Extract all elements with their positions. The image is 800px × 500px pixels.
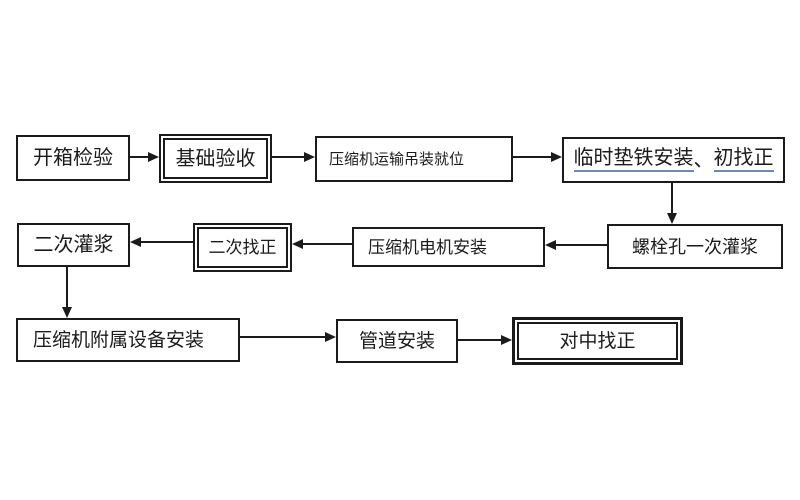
flow-node-label: 压缩机电机安装 — [368, 237, 487, 257]
arrow-piping-to-centering — [458, 335, 512, 345]
flow-node-label: 管道安装 — [358, 330, 435, 352]
flow-node-label: 螺栓孔一次灌浆 — [632, 236, 758, 257]
underlined-text-segment: 初找正 — [713, 148, 774, 172]
flow-node-bolt-hole-first-grouting: 螺栓孔一次灌浆 — [607, 224, 783, 269]
arrow-bolt-grouting-to-motor-install — [545, 240, 607, 250]
flow-node-temporary-shim-install-initial-alignment: 临时垫铁安装、初找正 — [562, 137, 785, 183]
flow-node-secondary-alignment: 二次找正 — [193, 223, 292, 272]
flow-node-secondary-grouting: 二次灌浆 — [17, 223, 130, 267]
flow-node-label: 基础验收 — [175, 147, 256, 170]
flow-node-label: 压缩机附属设备安装 — [33, 329, 205, 351]
arrow-unboxing-to-foundation — [130, 152, 159, 162]
flow-node-label: 压缩机运输吊装就位 — [329, 150, 465, 168]
flow-node-label: 开箱检验 — [33, 147, 113, 169]
underlined-text-segment: 临时垫铁安装 — [573, 148, 694, 172]
flow-node-label: 对中找正 — [559, 330, 636, 352]
text-separator: 、 — [693, 149, 714, 171]
flow-node-compressor-motor-installation: 压缩机电机安装 — [352, 227, 545, 267]
flow-node-label: 二次灌浆 — [33, 234, 114, 256]
arrow-secondary-alignment-to-secondary-grouting — [130, 237, 193, 247]
flow-node-label: 二次找正 — [208, 238, 277, 257]
flow-node-compressor-transport-hoisting: 压缩机运输吊装就位 — [315, 136, 513, 182]
arrow-transport-to-shim-install — [513, 152, 562, 162]
arrow-foundation-to-transport — [272, 152, 315, 162]
flow-node-piping-installation: 管道安装 — [336, 319, 458, 363]
arrow-auxiliary-equipment-to-piping — [240, 332, 336, 342]
flow-node-compressor-auxiliary-equipment-installation: 压缩机附属设备安装 — [16, 318, 240, 362]
arrow-secondary-grouting-to-auxiliary-equipment — [62, 267, 72, 318]
flow-node-unboxing-inspection: 开箱检验 — [16, 135, 130, 181]
flow-node-foundation-acceptance: 基础验收 — [159, 134, 272, 183]
arrow-motor-install-to-secondary-alignment — [292, 239, 352, 249]
flow-node-centering-alignment: 对中找正 — [512, 317, 683, 365]
arrow-shim-install-to-bolt-grouting — [667, 183, 677, 224]
